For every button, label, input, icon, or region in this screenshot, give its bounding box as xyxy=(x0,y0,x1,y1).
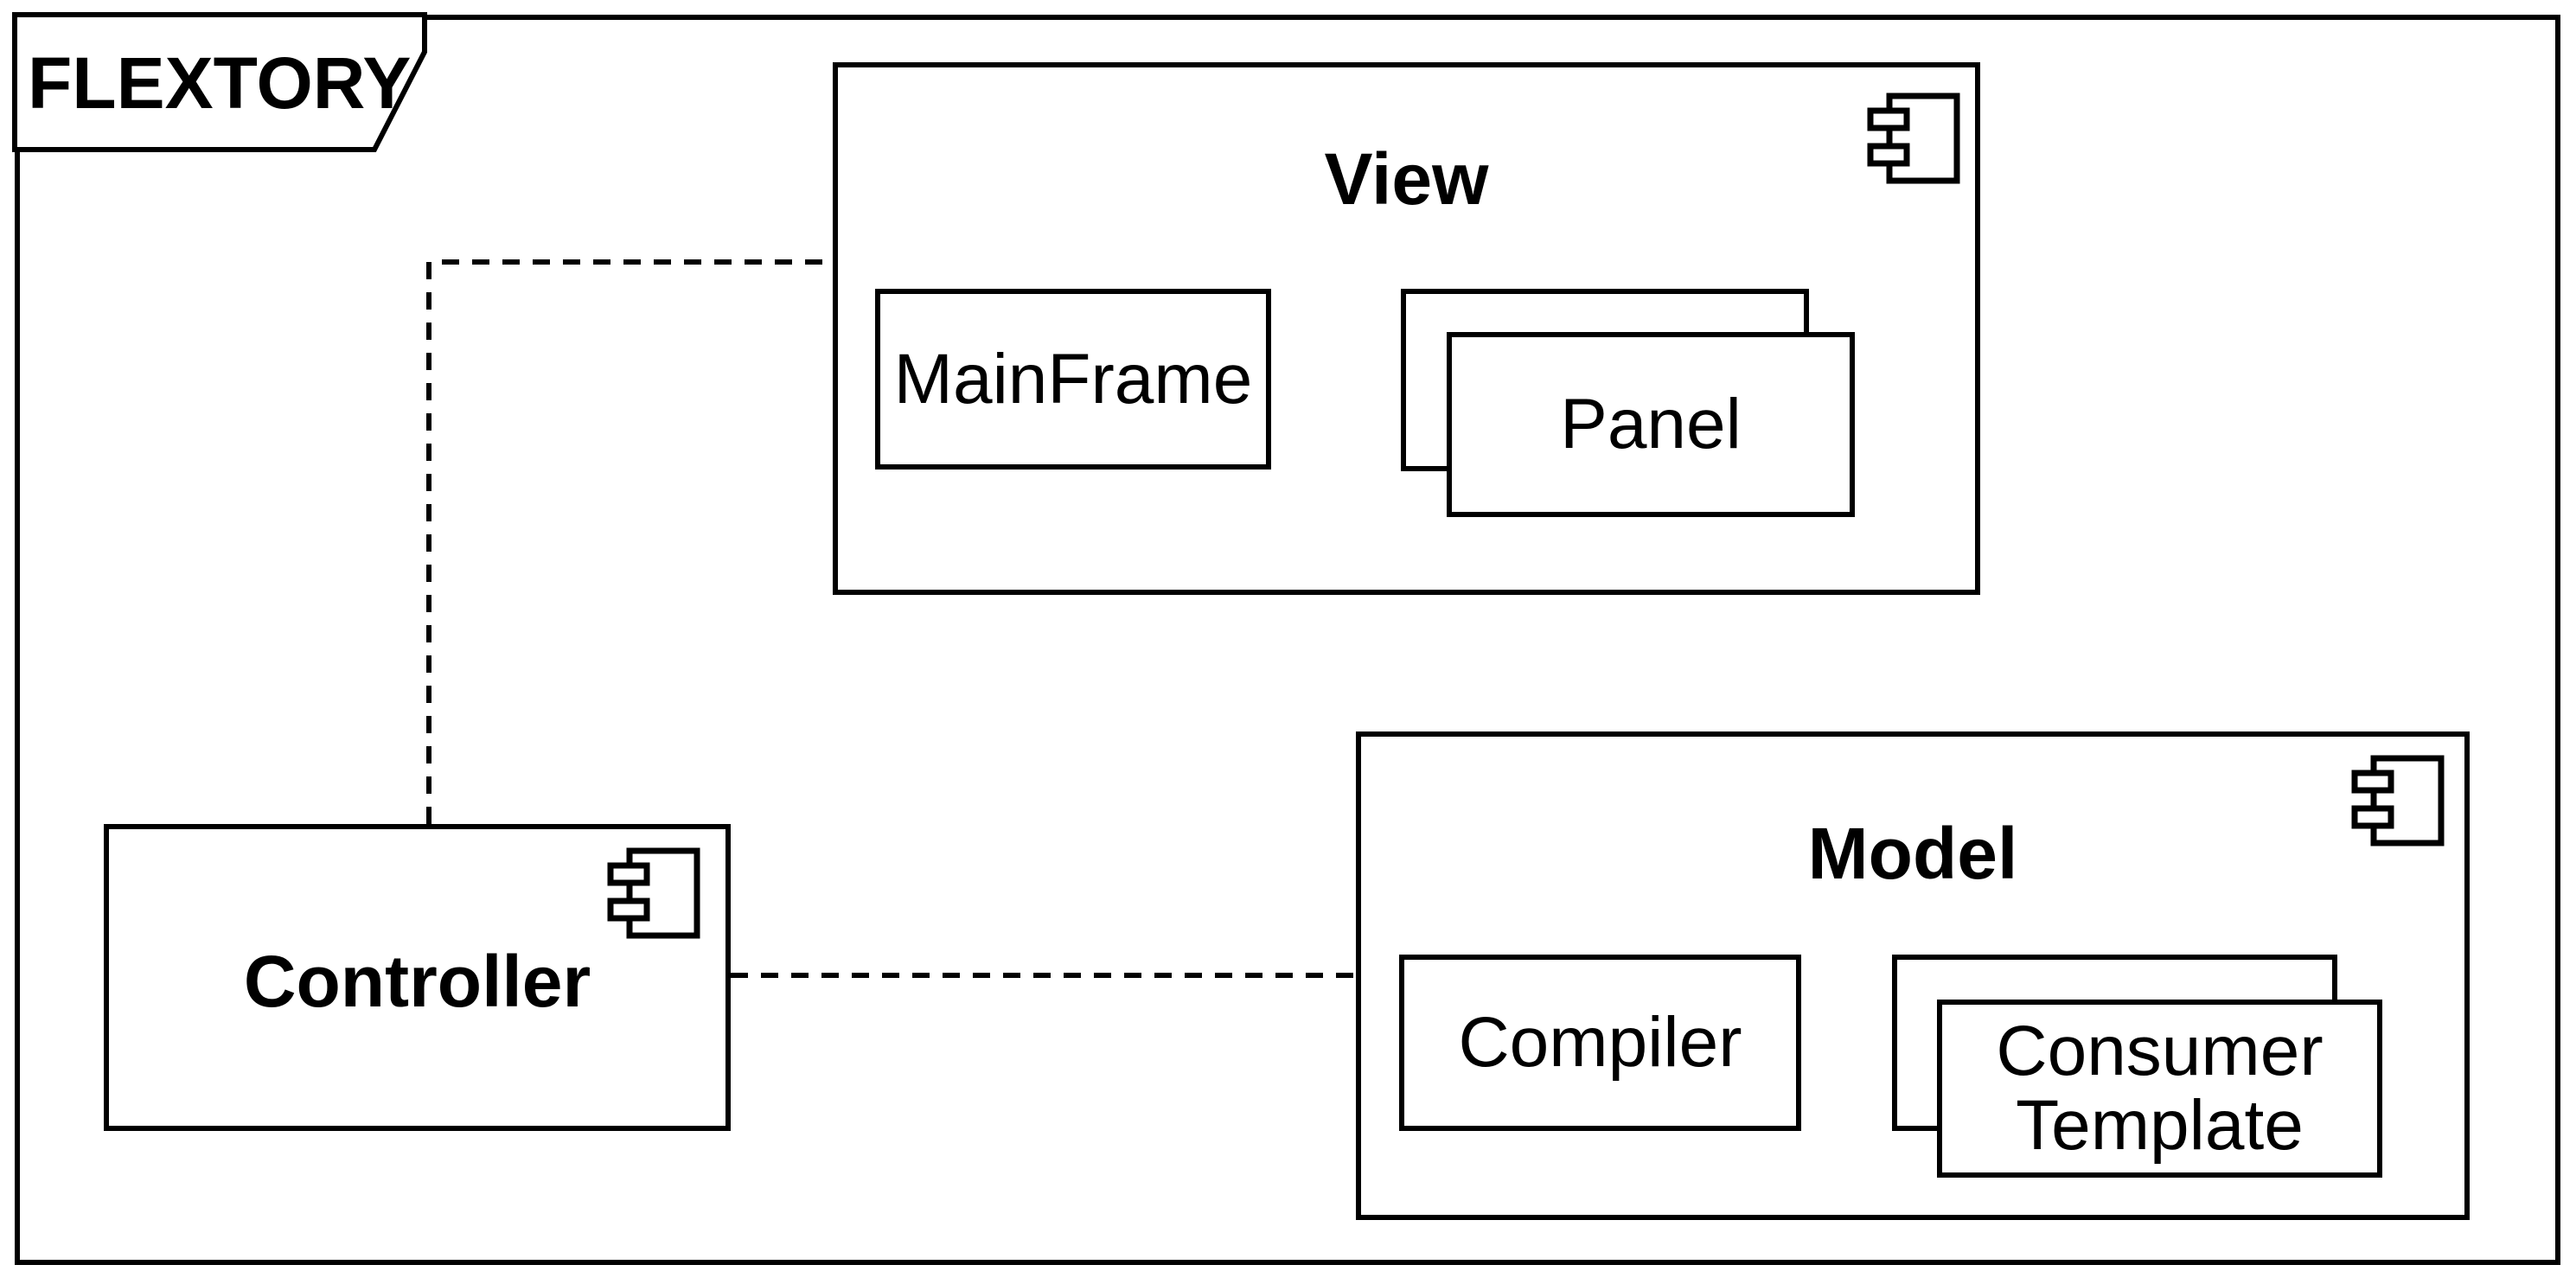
component-icon xyxy=(1867,93,1960,184)
diagram-title: FLEXTORY xyxy=(28,42,412,124)
component-icon xyxy=(2351,755,2445,846)
class-box-consumer-template: Consumer Template xyxy=(1937,1000,2382,1178)
class-box-panel-label: Panel xyxy=(1560,385,1742,463)
frame-label-pentagon xyxy=(12,12,427,152)
component-model-title: Model xyxy=(1807,813,2018,894)
component-view-title: View xyxy=(1324,138,1489,220)
class-box-compiler-label: Compiler xyxy=(1458,1003,1742,1082)
component-controller-title: Controller xyxy=(243,941,591,1022)
class-box-panel: Panel xyxy=(1447,332,1855,517)
component-icon xyxy=(607,847,700,939)
class-box-consumer-template-label: Consumer Template xyxy=(1996,1012,2324,1165)
class-box-mainframe-label: MainFrame xyxy=(893,339,1253,418)
class-box-compiler: Compiler xyxy=(1399,955,1801,1131)
class-box-mainframe: MainFrame xyxy=(875,289,1271,470)
